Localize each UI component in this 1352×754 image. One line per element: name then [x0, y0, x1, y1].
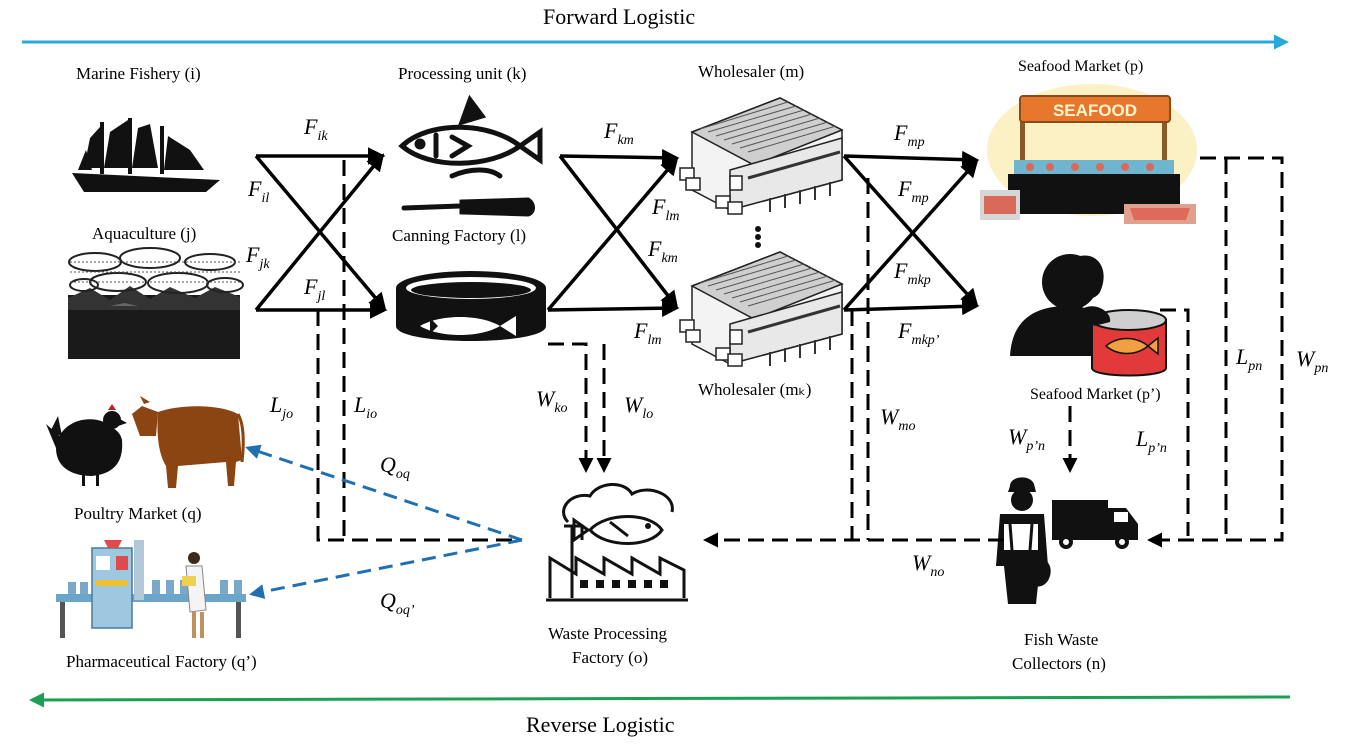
waste-factory-label-line2: Factory (o) [572, 648, 649, 667]
flow-label: Flm [634, 318, 662, 348]
customer-with-can-icon [1010, 254, 1167, 377]
flow-label: Wlo [624, 392, 654, 422]
flow-label: Fmp [894, 120, 925, 150]
warehouse-icon [679, 251, 844, 367]
tin-can-icon [396, 271, 546, 341]
flow-label: Fjl [304, 274, 326, 304]
flow-label: Wko [536, 386, 568, 416]
aquaculture-icon [68, 247, 244, 359]
flow-label: Flm [652, 194, 680, 224]
flow-label: Qoq’ [380, 588, 415, 618]
flow-label: Fmkp [894, 258, 931, 288]
collectors-label-line1: Fish Waste [1024, 630, 1099, 649]
flow-label: Lpn [1236, 344, 1263, 374]
processing-unit-label: Processing unit (k) [398, 64, 527, 83]
reverse-logistic-title: Reverse Logistic [526, 712, 675, 737]
wholesaler-m-label: Wholesaler (m) [698, 62, 805, 81]
flow-label: Wno [912, 550, 945, 580]
flow-label: Fil [248, 176, 270, 206]
waste-factory-icon [546, 483, 688, 602]
wholesaler-mk-label: Wholesaler (mₖ) [698, 380, 812, 399]
cow-icon [132, 396, 245, 488]
flow-label: Fik [304, 114, 328, 144]
flow-label: Wp’n [1008, 424, 1045, 454]
aquaculture-label: Aquaculture (j) [92, 224, 197, 243]
pharma-factory-icon [56, 540, 246, 638]
pharmaceutical-factory-label: Pharmaceutical Factory (q’) [66, 652, 257, 671]
seafood-market-p-label: Seafood Market (p) [1018, 58, 1144, 75]
warehouse-icon [679, 97, 844, 215]
flow-label: Lp’n [1136, 426, 1167, 456]
ship-icon [72, 118, 220, 192]
collectors-label-line2: Collectors (n) [1012, 654, 1106, 673]
waste-collector-icon [996, 477, 1138, 604]
seafood-sign-text: SEAFOOD [1053, 101, 1137, 120]
fish-processing-icon [398, 94, 543, 217]
flow-label: Wmo [880, 404, 916, 434]
flow-label: Ljo [270, 392, 294, 422]
reverse-logistic-arrow [29, 692, 1291, 708]
forward-flow-lines [254, 147, 980, 319]
waste-factory-label-line1: Waste Processing [548, 624, 668, 643]
flow-label: Lio [354, 392, 378, 422]
forward-logistic-title: Forward Logistic [543, 4, 696, 29]
seafood-market-p2-label: Seafood Market (p’) [1030, 386, 1161, 403]
seafood-stall-icon: SEAFOOD [980, 84, 1197, 224]
flow-label: Qoq [380, 452, 410, 482]
hen-icon [46, 404, 127, 486]
more-wholesalers-dots [755, 226, 761, 248]
flow-label: Fmp [898, 176, 929, 206]
waste-flow-lines [316, 156, 1284, 548]
poultry-market-label: Poultry Market (q) [74, 504, 202, 523]
canning-factory-label: Canning Factory (l) [392, 226, 527, 245]
flow-label: Fmkp’ [898, 318, 940, 348]
flow-label: Fjk [246, 242, 270, 272]
flow-label: Wpn [1296, 346, 1329, 376]
byproduct-flow-lines [245, 444, 523, 600]
flow-label: Fkm [604, 118, 634, 148]
flow-label: Fkm [648, 236, 678, 266]
marine-fishery-label: Marine Fishery (i) [76, 64, 201, 83]
